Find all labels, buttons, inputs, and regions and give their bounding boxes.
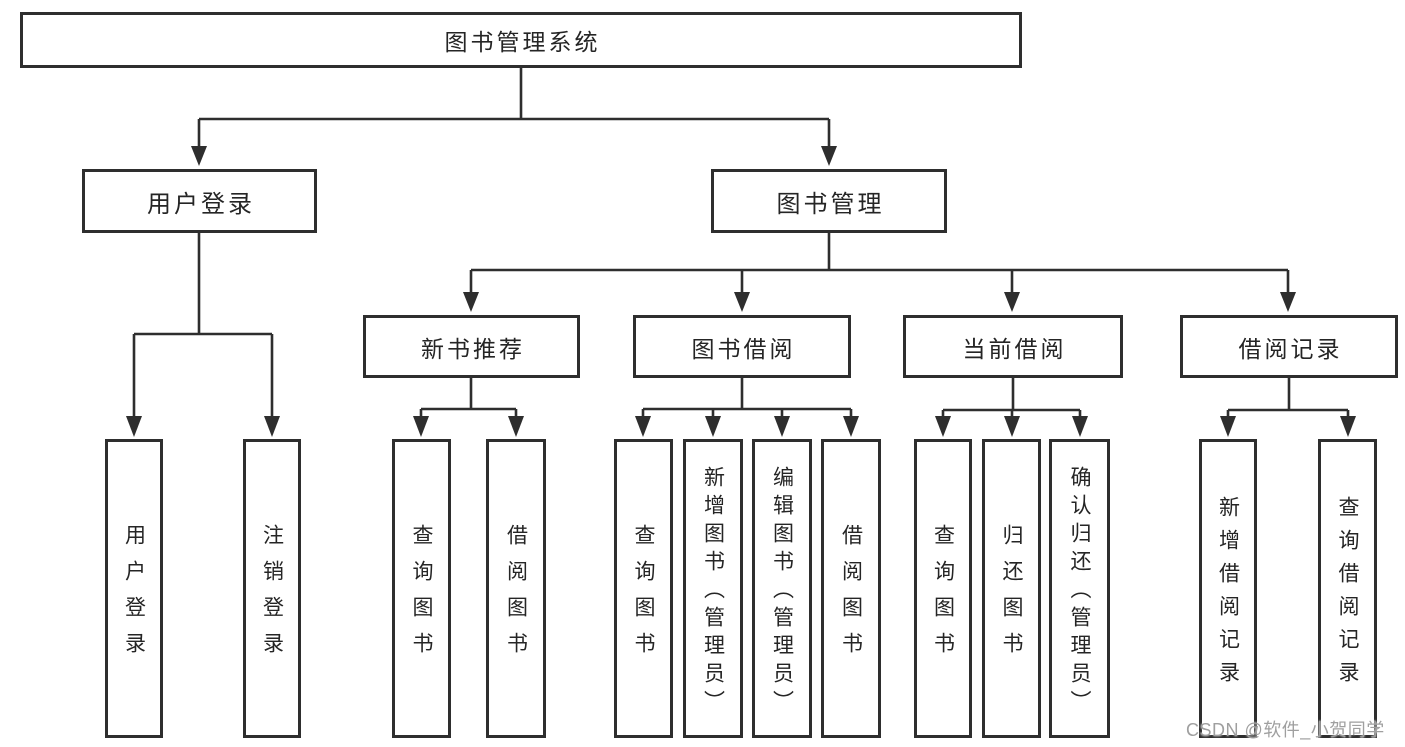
arrowhead bbox=[508, 416, 524, 437]
node-label: 查询图书 bbox=[410, 524, 433, 668]
node-leaf-query-borrow-record: 查询借阅记录 bbox=[1318, 439, 1377, 738]
node-borrow-records: 借阅记录 bbox=[1180, 315, 1398, 378]
arrowhead bbox=[1072, 416, 1088, 437]
node-leaf-user-login: 用户登录 bbox=[105, 439, 163, 738]
node-label: 查询借阅记录 bbox=[1336, 495, 1359, 694]
node-label: 借阅图书 bbox=[504, 524, 528, 668]
wire-user-login-to-children bbox=[126, 233, 280, 437]
node-leaf-confirm-return-admin: 确认归还（管理员） bbox=[1049, 439, 1110, 738]
arrowhead bbox=[1004, 292, 1020, 312]
node-book-borrowing: 图书借阅 bbox=[633, 315, 851, 378]
node-label: 新书推荐 bbox=[421, 335, 525, 362]
node-label: 新增图书（管理员） bbox=[701, 466, 725, 718]
node-leaf-edit-books-admin: 编辑图书（管理员） bbox=[752, 439, 812, 738]
wire-borrow-records-to-children bbox=[1220, 378, 1356, 437]
node-label: 归还图书 bbox=[1000, 524, 1023, 668]
arrowhead bbox=[1220, 416, 1236, 437]
node-label: 查询图书 bbox=[632, 524, 655, 668]
node-label: 图书管理 bbox=[776, 190, 885, 218]
arrowhead bbox=[843, 416, 859, 437]
wire-book-borrowing-to-children bbox=[635, 378, 859, 437]
node-leaf-borrow-books-recommend: 借阅图书 bbox=[486, 439, 546, 738]
node-leaf-borrow-books: 借阅图书 bbox=[821, 439, 881, 738]
arrowhead bbox=[126, 416, 142, 437]
arrowhead bbox=[635, 416, 651, 437]
arrowhead bbox=[774, 416, 790, 437]
node-leaf-add-books-admin: 新增图书（管理员） bbox=[683, 439, 743, 738]
node-label: 借阅记录 bbox=[1238, 335, 1343, 362]
node-label: 新增借阅记录 bbox=[1216, 495, 1240, 694]
node-label: 查询图书 bbox=[931, 524, 955, 668]
arrowhead bbox=[1340, 416, 1356, 437]
wire-new-book-recommend-to-children bbox=[413, 378, 524, 437]
wire-current-borrowing-to-children bbox=[935, 378, 1088, 437]
node-leaf-query-books-recommend: 查询图书 bbox=[392, 439, 451, 738]
node-label: 用户登录 bbox=[122, 524, 146, 668]
arrowhead bbox=[1280, 292, 1296, 312]
node-label: 当前借阅 bbox=[962, 335, 1067, 362]
node-leaf-add-borrow-record: 新增借阅记录 bbox=[1199, 439, 1257, 738]
csdn-watermark: CSDN @软件_小贺同学 bbox=[1186, 720, 1385, 740]
node-user-login: 用户登录 bbox=[82, 169, 317, 233]
arrowhead bbox=[1004, 416, 1020, 437]
node-label: 注销登录 bbox=[260, 524, 284, 668]
node-library-system: 图书管理系统 bbox=[20, 12, 1022, 68]
arrowhead bbox=[705, 416, 721, 437]
node-leaf-query-books-borrow: 查询图书 bbox=[614, 439, 673, 738]
node-book-management: 图书管理 bbox=[711, 169, 947, 233]
node-label: 借阅图书 bbox=[839, 524, 863, 668]
node-label: 图书借阅 bbox=[691, 335, 796, 362]
node-label: 确认归还（管理员） bbox=[1068, 466, 1091, 718]
arrowhead bbox=[821, 146, 837, 166]
node-current-borrowing: 当前借阅 bbox=[903, 315, 1123, 378]
node-leaf-logout: 注销登录 bbox=[243, 439, 301, 738]
arrowhead bbox=[463, 292, 479, 312]
node-leaf-query-books-current: 查询图书 bbox=[914, 439, 972, 738]
node-label: 编辑图书（管理员） bbox=[770, 466, 794, 718]
node-new-book-recommend: 新书推荐 bbox=[363, 315, 580, 378]
node-label: 用户登录 bbox=[147, 190, 255, 218]
node-leaf-return-books: 归还图书 bbox=[982, 439, 1041, 738]
wire-book-management-to-level3 bbox=[463, 233, 1296, 312]
arrowhead bbox=[264, 416, 280, 437]
wire-root-to-level2 bbox=[191, 68, 837, 166]
arrowhead bbox=[734, 292, 750, 312]
arrowhead bbox=[413, 416, 429, 437]
arrowhead bbox=[935, 416, 951, 437]
arrowhead bbox=[191, 146, 207, 166]
node-label: 图书管理系统 bbox=[444, 29, 601, 55]
